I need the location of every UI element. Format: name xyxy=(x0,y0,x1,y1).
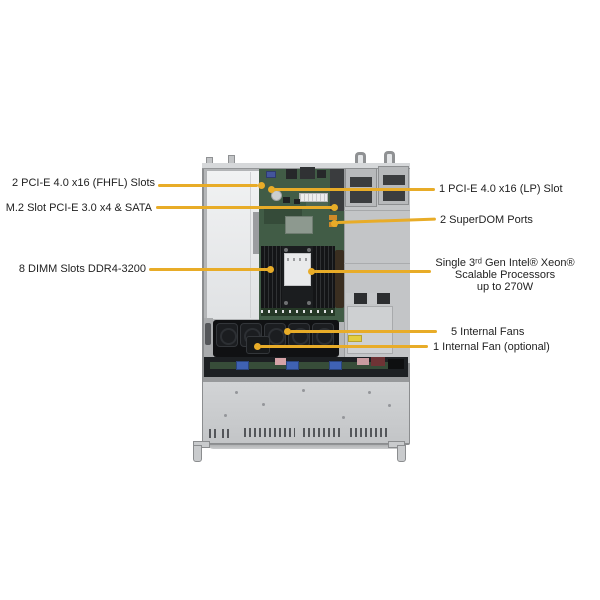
callout-line xyxy=(260,345,428,348)
io-port xyxy=(317,170,326,178)
callout-line xyxy=(158,184,258,187)
fan xyxy=(216,323,238,347)
dimm-bank-right xyxy=(313,246,335,308)
screw xyxy=(388,404,391,407)
callout-dot xyxy=(254,343,261,350)
chip xyxy=(294,199,300,204)
power-supply-right xyxy=(378,166,409,205)
fan xyxy=(288,323,310,347)
drive-tray xyxy=(346,293,367,304)
callout-label-pcie-lp: 1 PCI-E 4.0 x16 (LP) Slot xyxy=(439,183,563,195)
backplane-connector xyxy=(286,361,299,370)
chip xyxy=(283,197,290,203)
callout-label-fan-optional: 1 Internal Fan (optional) xyxy=(433,341,550,353)
rack-ear-left-post xyxy=(193,445,202,462)
vga-port xyxy=(266,171,276,178)
screw xyxy=(342,416,345,419)
backplane-component xyxy=(371,357,385,366)
screw xyxy=(224,414,227,417)
callout-line xyxy=(156,206,333,209)
server-chassis xyxy=(193,148,410,463)
superdom-port xyxy=(329,215,337,220)
backplane-pcb xyxy=(210,362,390,369)
heatsink-screw xyxy=(284,248,288,252)
rack-ear-right-post xyxy=(397,445,406,462)
callout-dot xyxy=(308,268,315,275)
screw xyxy=(262,403,265,406)
rack-ear-right xyxy=(388,441,405,448)
callout-dot xyxy=(258,182,265,189)
callout-label-cpu: Single 3ʳᵈ Gen Intel® Xeon® Scalable Pro… xyxy=(435,257,575,293)
backplane-component xyxy=(275,358,286,365)
psu-handle xyxy=(355,152,366,167)
callout-label-m2: M.2 Slot PCI-E 3.0 x4 & SATA xyxy=(5,202,152,214)
power-supply-left xyxy=(345,168,377,207)
vent-grille xyxy=(303,428,341,437)
callout-dot xyxy=(267,266,274,273)
callout-dot xyxy=(331,204,338,211)
callout-label-dimm: 8 DIMM Slots DDR4-3200 xyxy=(18,263,146,275)
psu-vent xyxy=(383,175,405,185)
callout-dot xyxy=(331,220,338,227)
fan-row xyxy=(213,320,339,357)
psu-vent xyxy=(350,190,372,203)
psu-vent xyxy=(350,177,372,187)
vent-grille xyxy=(244,428,295,437)
lan-port xyxy=(300,167,315,179)
callout-line xyxy=(290,330,437,333)
callout-label-fans: 5 Internal Fans xyxy=(451,326,525,338)
callout-dot xyxy=(268,186,275,193)
callout-label-pcie-fhfl: 2 PCI-E 4.0 x16 (FHFL) Slots xyxy=(11,177,155,189)
screw xyxy=(235,391,238,394)
vent-grille xyxy=(350,428,390,437)
screw xyxy=(302,389,305,392)
usb-port xyxy=(286,169,297,179)
yellow-sticker xyxy=(348,335,362,342)
callout-label-cpu-line1: Single 3ʳᵈ Gen Intel® Xeon® xyxy=(435,257,575,269)
screw xyxy=(368,391,371,394)
power-connector xyxy=(299,193,328,202)
backplane-component xyxy=(357,358,369,365)
front-cover-seam xyxy=(203,377,409,382)
dimm-bank-left xyxy=(261,246,282,308)
backplane-component xyxy=(388,359,404,369)
fan xyxy=(312,323,334,347)
riser-bay xyxy=(206,170,261,320)
backplane-connector xyxy=(236,361,249,370)
mezzanine-heatsink xyxy=(285,216,313,234)
callout-dot xyxy=(284,328,291,335)
psu-handle xyxy=(384,151,395,166)
callout-label-superdom: 2 SuperDOM Ports xyxy=(440,214,533,226)
callout-label-cpu-line2: Scalable Processors xyxy=(454,269,556,281)
callout-line xyxy=(314,270,431,273)
heatsink-screw xyxy=(284,301,288,305)
cable-bundle xyxy=(335,250,344,308)
dimm-latch-row xyxy=(261,308,335,316)
vent-grille xyxy=(209,429,216,438)
callout-line xyxy=(274,188,435,191)
psu-vent xyxy=(383,188,405,201)
front-shadow xyxy=(208,444,404,449)
heatsink-screw xyxy=(307,301,311,305)
heatsink-screw xyxy=(307,248,311,252)
backplane-connector xyxy=(329,361,342,370)
callout-label-cpu-line3: up to 270W xyxy=(476,281,534,293)
vent-grille xyxy=(222,429,232,438)
riser-bay-seam xyxy=(250,172,251,318)
cpu-heatsink-label xyxy=(284,253,311,286)
cage-seam xyxy=(344,210,410,211)
drive-tray xyxy=(369,293,390,304)
cage-seam xyxy=(344,263,410,264)
riser-bay-bracket xyxy=(253,212,259,254)
callout-line xyxy=(149,268,270,271)
cable xyxy=(205,323,211,345)
